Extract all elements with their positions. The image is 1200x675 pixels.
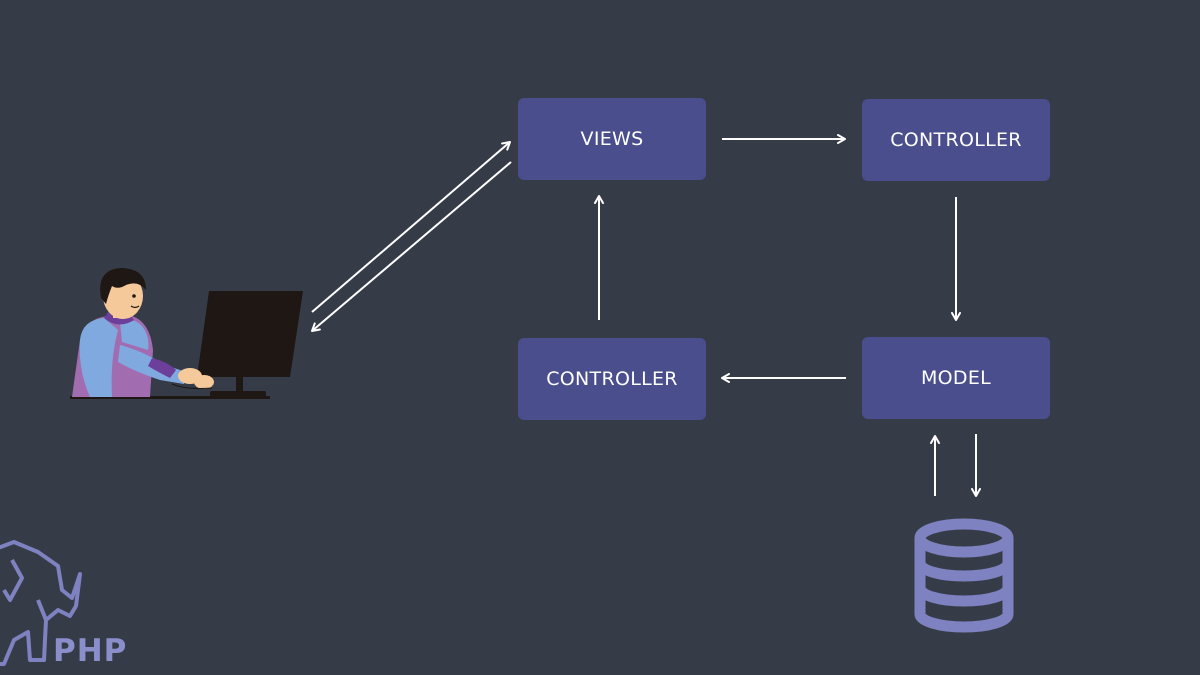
controller-top-label: CONTROLLER <box>890 129 1022 151</box>
views-node: VIEWS <box>518 98 706 180</box>
controller-bottom-label: CONTROLLER <box>546 368 678 390</box>
arrow-user-to-views <box>311 141 511 313</box>
php-elephant-logo <box>0 540 82 666</box>
model-label: MODEL <box>920 367 992 389</box>
database-icon <box>914 518 1014 633</box>
model-node: MODEL <box>862 337 1050 419</box>
php-logo-text: PHP <box>53 633 128 669</box>
views-label: VIEWS <box>580 128 644 150</box>
controller-node-bottom: CONTROLLER <box>518 338 706 420</box>
user-at-computer-illustration <box>70 268 303 399</box>
controller-node-top: CONTROLLER <box>862 99 1050 181</box>
arrow-views-to-user <box>311 161 512 332</box>
